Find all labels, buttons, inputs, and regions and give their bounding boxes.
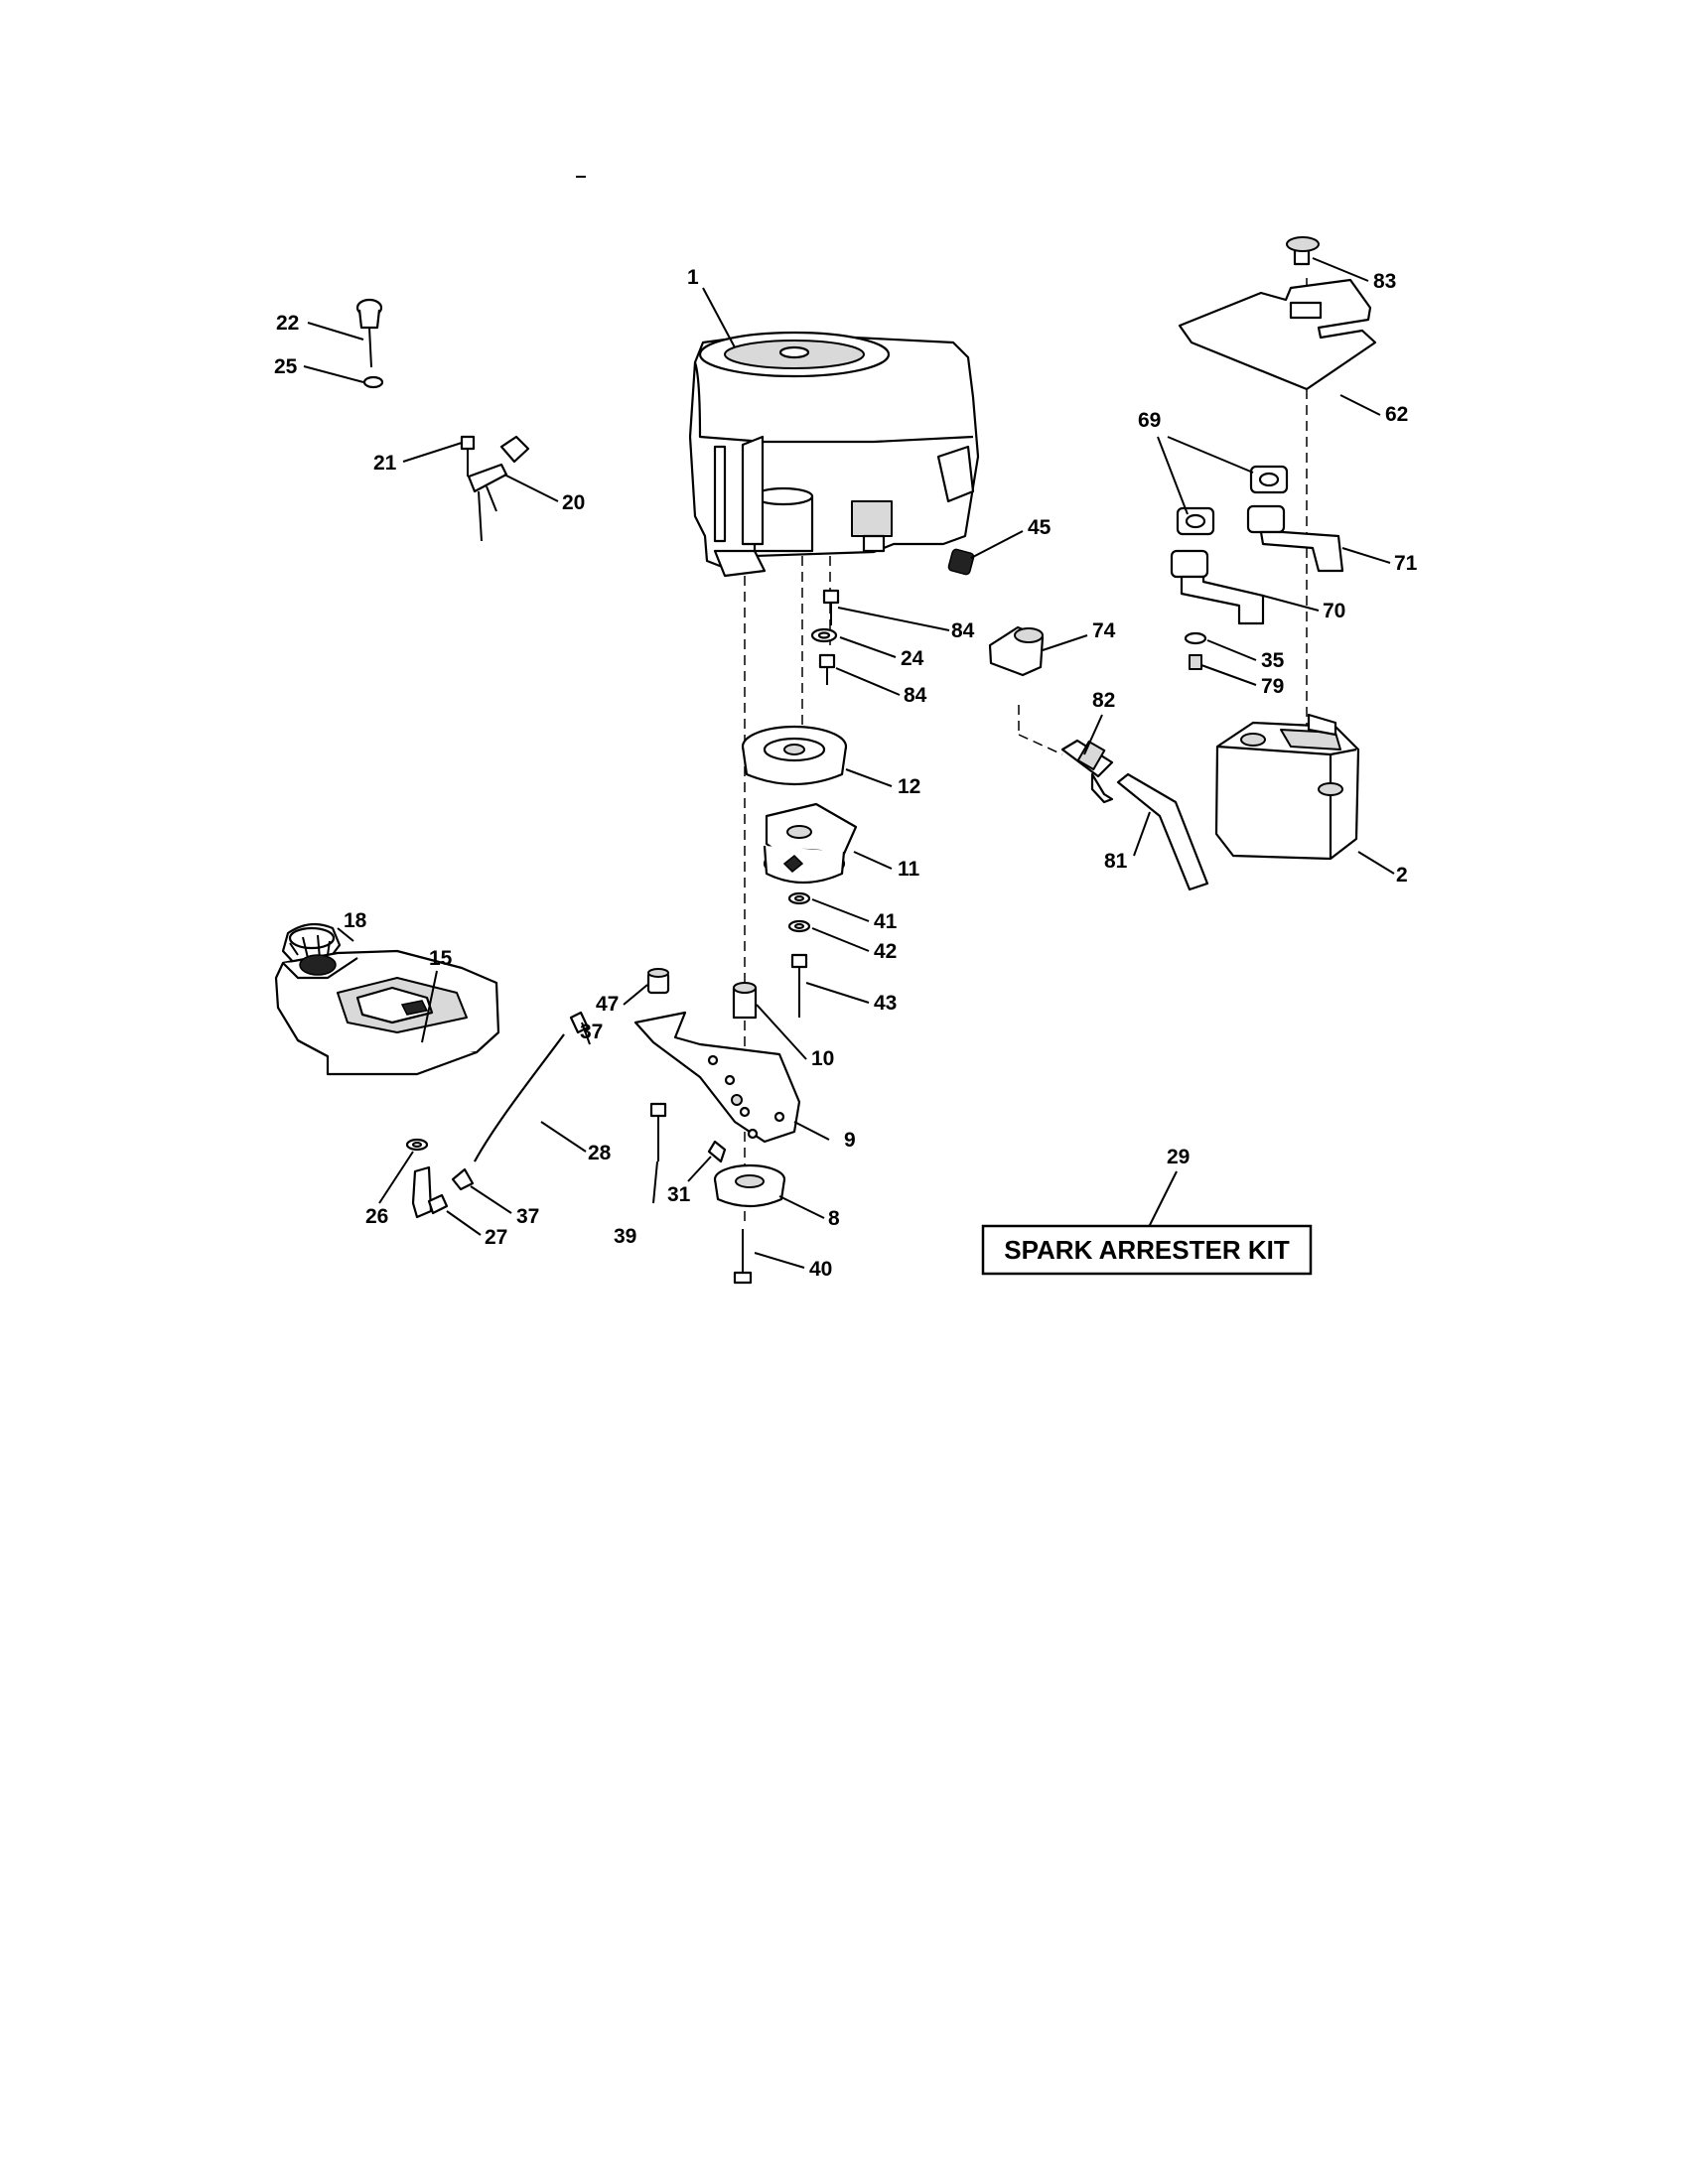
callout-8: 8 — [828, 1207, 840, 1230]
centerline-fitting-b — [1018, 734, 1063, 755]
callout-84-upper: 84 — [951, 619, 975, 642]
callout-28: 28 — [588, 1142, 612, 1164]
electric-clutch-part — [763, 802, 858, 885]
callout-29: 29 — [1167, 1146, 1190, 1168]
callout-69: 69 — [1138, 409, 1161, 432]
callout-45: 45 — [1028, 516, 1052, 539]
callout-18: 18 — [344, 909, 367, 932]
leader-lines — [303, 257, 1395, 1269]
callout-79: 79 — [1261, 675, 1284, 698]
callout-22: 22 — [276, 312, 299, 335]
callout-24: 24 — [901, 647, 924, 670]
nut-31-part — [707, 1140, 727, 1163]
fuel-hose-part — [1116, 772, 1209, 891]
washer-bolt-part — [1184, 631, 1207, 670]
fuel-line-part — [405, 1011, 590, 1219]
callout-31: 31 — [667, 1183, 691, 1206]
exhaust-gasket-part — [1176, 465, 1289, 536]
idler-pulley-part — [713, 1163, 786, 1208]
callout-37-lower: 37 — [516, 1205, 539, 1228]
callout-35: 35 — [1261, 649, 1285, 672]
muffler-part — [1214, 713, 1360, 861]
callout-70: 70 — [1323, 600, 1345, 622]
clutch-hardware-part — [787, 891, 811, 1018]
bolt-40-part — [733, 1229, 753, 1285]
callout-39: 39 — [614, 1225, 636, 1248]
callout-21: 21 — [373, 452, 397, 475]
callout-10: 10 — [811, 1047, 834, 1070]
spacer-part — [732, 982, 758, 1020]
fuel-tank-part — [274, 949, 500, 1076]
callout-74: 74 — [1092, 619, 1116, 642]
callout-12: 12 — [898, 775, 920, 798]
callout-11: 11 — [898, 858, 920, 881]
spark-arrester-kit-label: SPARK ARRESTER KIT — [1004, 1235, 1290, 1265]
callout-81: 81 — [1104, 850, 1128, 873]
idler-bracket-part — [633, 1011, 801, 1144]
engine-pulley-part — [741, 725, 848, 786]
callout-26: 26 — [365, 1205, 388, 1228]
callout-41: 41 — [874, 910, 898, 933]
dipstick-part — [355, 298, 384, 389]
fuel-shutoff-part — [1060, 739, 1114, 804]
callout-37-upper: 37 — [580, 1021, 603, 1043]
callout-42: 42 — [874, 940, 897, 963]
callout-40: 40 — [809, 1258, 832, 1281]
exhaust-pipe-part — [1170, 504, 1344, 625]
callout-2: 2 — [1396, 864, 1408, 887]
callout-84-lower: 84 — [904, 684, 927, 707]
fuel-fitting-part — [988, 625, 1045, 677]
callout-71: 71 — [1394, 552, 1418, 575]
callout-1: 1 — [687, 266, 699, 289]
spark-arrester-kit-box: SPARK ARRESTER KIT — [981, 1224, 1313, 1276]
engine-part — [688, 331, 980, 578]
callout-62: 62 — [1385, 403, 1408, 426]
callout-15: 15 — [429, 947, 453, 970]
callout-43: 43 — [874, 992, 897, 1015]
bolt-washer-part — [810, 589, 840, 685]
callout-83: 83 — [1373, 270, 1396, 293]
oil-filter-fitting-part — [947, 548, 975, 576]
callout-47: 47 — [596, 993, 619, 1016]
callout-25: 25 — [274, 355, 298, 378]
nut-47-part — [646, 968, 670, 995]
heat-shield-part — [1178, 236, 1377, 391]
callout-20: 20 — [562, 491, 585, 514]
callout-9: 9 — [844, 1129, 856, 1152]
throttle-control-part — [460, 435, 530, 542]
callout-27: 27 — [485, 1226, 507, 1249]
bolt-39-part — [649, 1102, 667, 1161]
callout-82: 82 — [1092, 689, 1115, 712]
